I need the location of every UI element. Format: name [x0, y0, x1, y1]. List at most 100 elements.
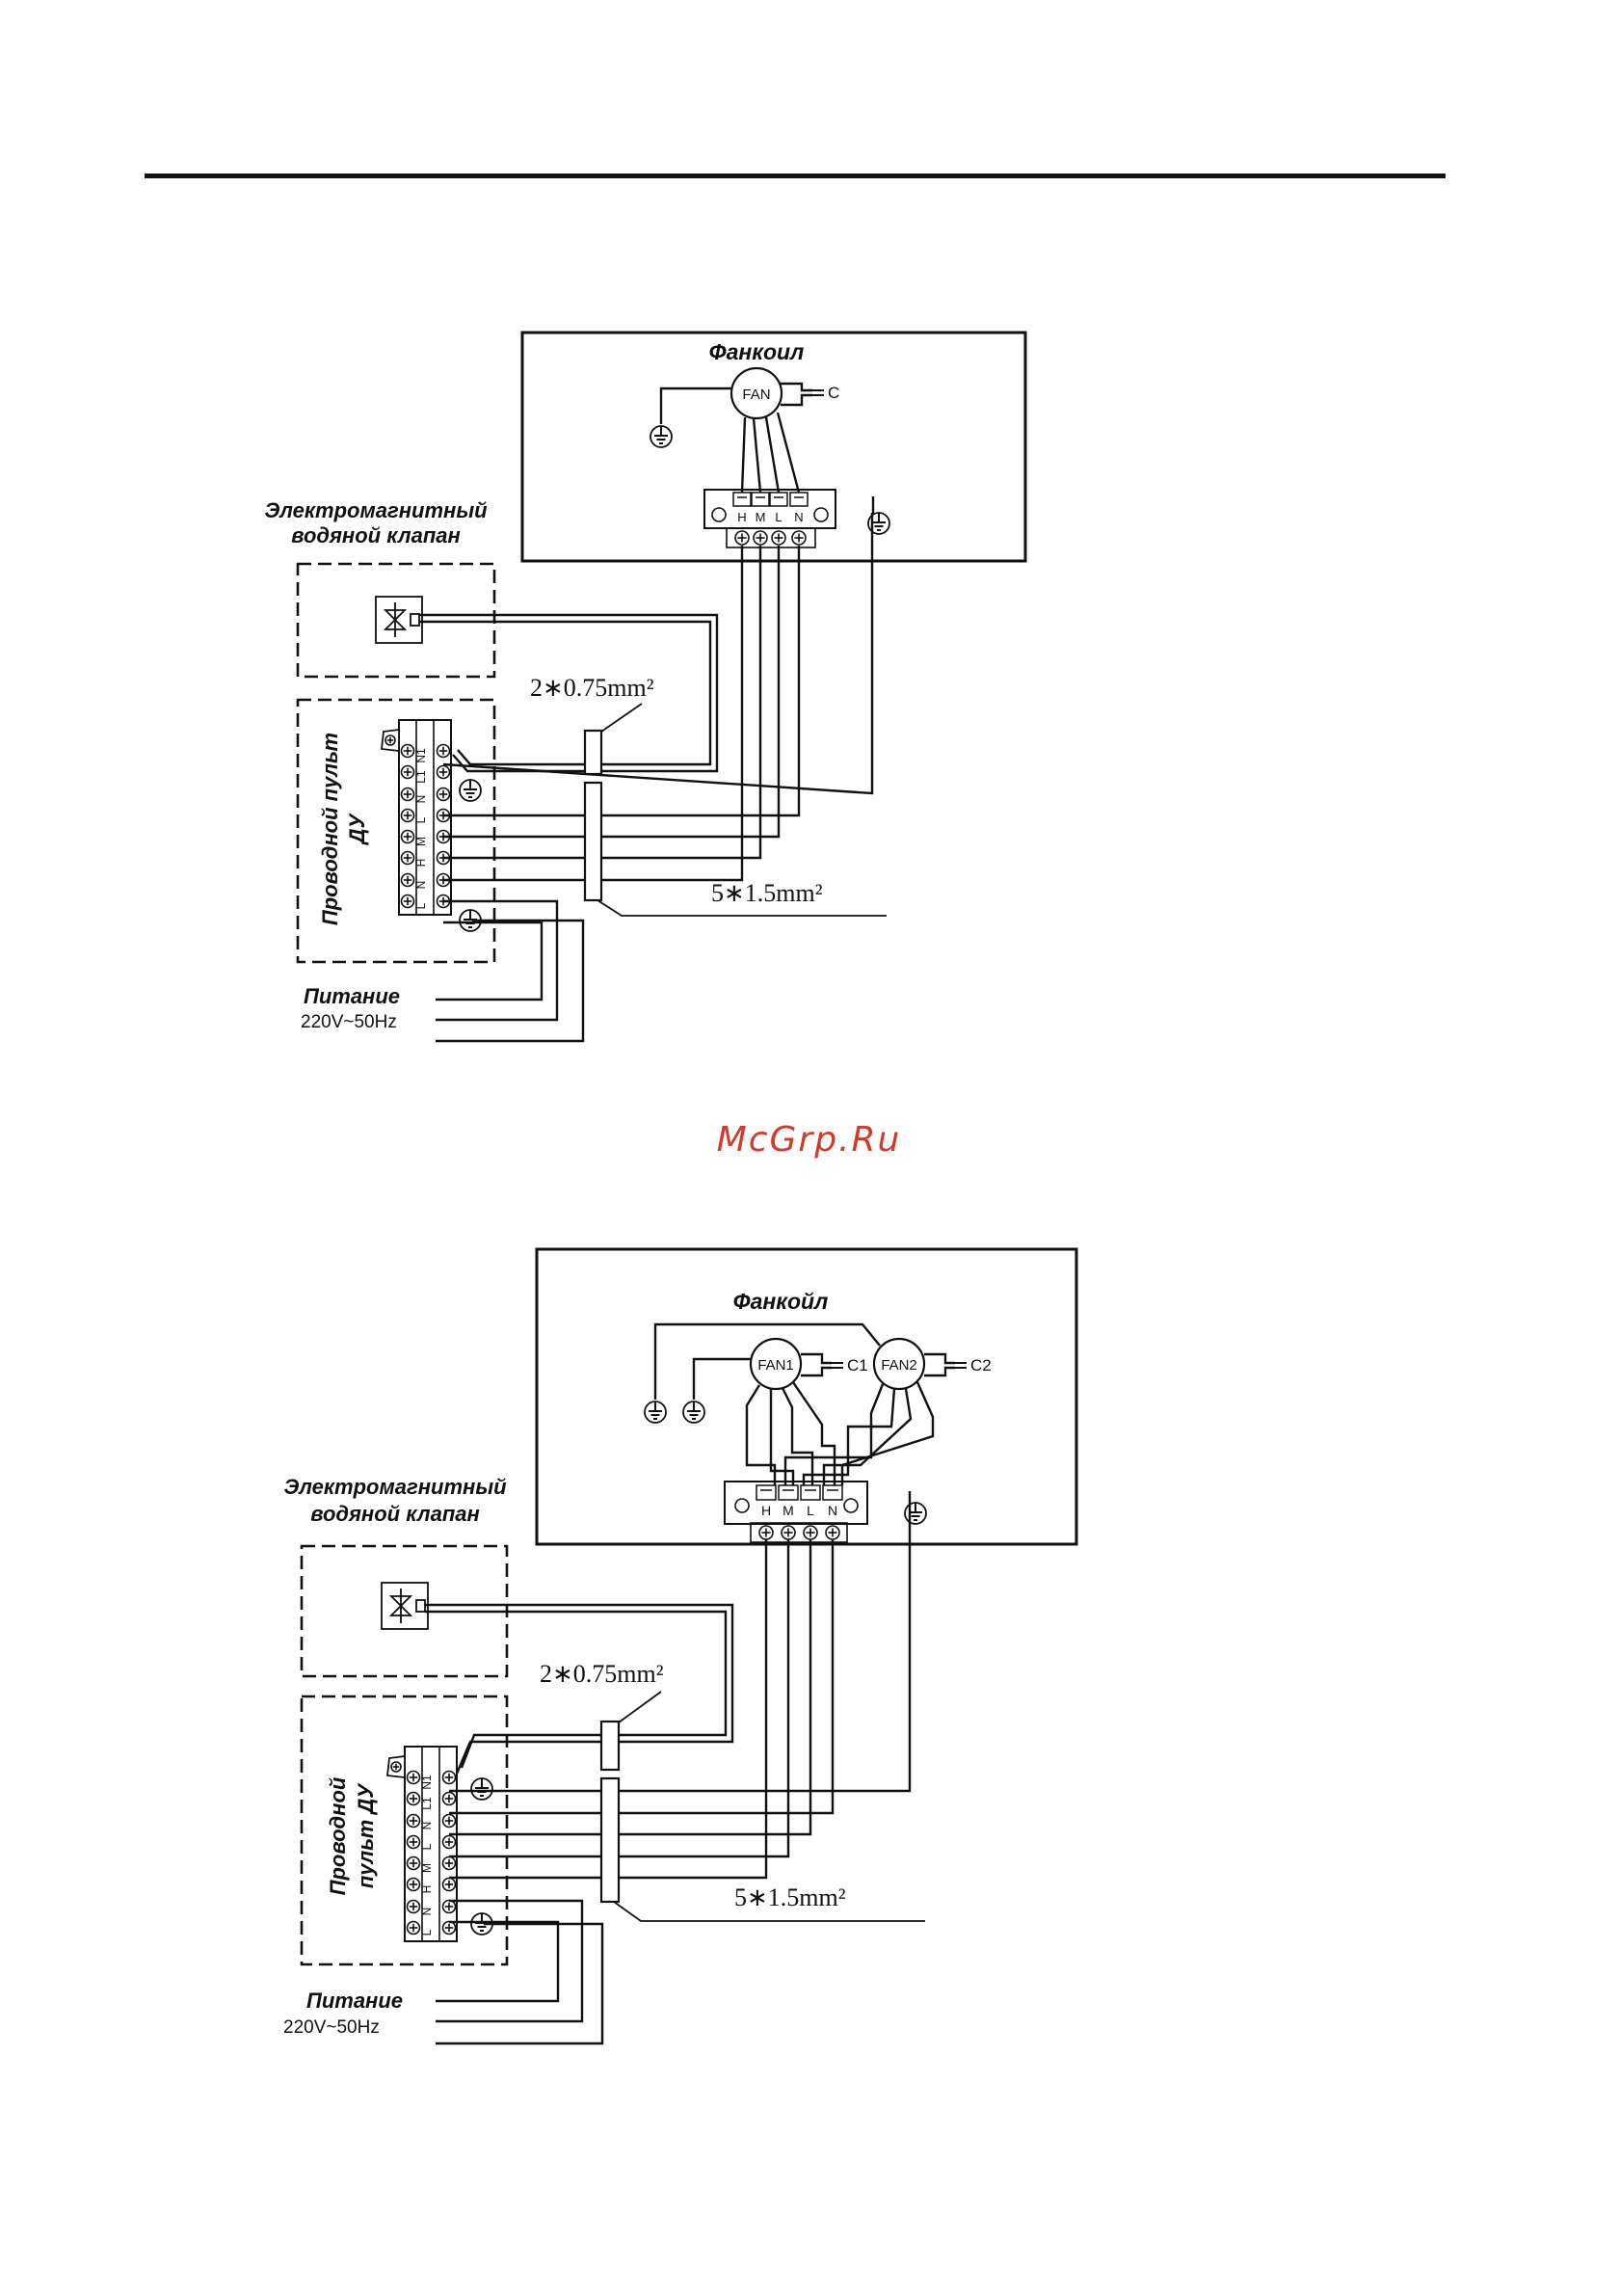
valve-title: водяной клапан [310, 1502, 480, 1526]
ground-bus-wire [443, 513, 872, 793]
fan-terminal-label: M [756, 510, 766, 524]
solenoid-valve-icon [382, 1583, 428, 1629]
capacitor-label: C1 [847, 1356, 868, 1375]
capacitor-wire [781, 395, 812, 405]
fan-terminal-label: M [782, 1503, 794, 1518]
controller-terminal-label: N1 [420, 1775, 434, 1790]
fancoil-title: Фанкойл [733, 1289, 829, 1314]
cable-label-small: 2∗0.75mm² [540, 1660, 664, 1688]
fan1-lead [793, 1382, 835, 1485]
power-wire [436, 901, 557, 1020]
fancoil-title: Фанкоил [709, 339, 805, 364]
power-spec: 220V~50Hz [301, 1012, 397, 1032]
power-spec: 220V~50Hz [283, 2017, 380, 2038]
controller-terminal-label: N [420, 1908, 434, 1916]
controller-terminal-label: L [420, 1843, 434, 1850]
power-wire [436, 921, 583, 1041]
controller-ground-icon [460, 780, 481, 801]
fan-ground-wire [694, 1359, 752, 1400]
capacitor-label: C2 [970, 1356, 992, 1375]
controller-terminal-label: N [420, 1822, 434, 1830]
fan-lead [766, 417, 779, 493]
fan2-lead [804, 1389, 894, 1485]
fan-terminal-label: H [737, 510, 746, 524]
capacitor-c: C [812, 384, 839, 402]
fan-terminal-label: L [807, 1503, 814, 1518]
fan-ground-icon [645, 1402, 666, 1423]
fan-terminal-label: N [794, 510, 803, 524]
fan-terminal-label: H [761, 1503, 771, 1518]
controller-title: пульт ДУ [354, 1782, 378, 1888]
power-title: Питание [304, 984, 400, 1008]
controller-terminal-label: L1 [414, 770, 428, 784]
valve-wire [425, 1605, 732, 1774]
valve-coil [416, 1600, 425, 1612]
terminal-top [733, 493, 751, 506]
terminal-top [823, 1485, 842, 1500]
capacitor-wire [781, 384, 812, 390]
valve-coil [411, 614, 419, 626]
terminal-top [770, 493, 787, 506]
diagram-1: ФанкоилFANCHMLNЭлектромагнитныйводяной к… [264, 333, 1025, 1041]
controller-terminal-block: L N H M L N L1 N1 [382, 720, 451, 915]
fan2-lead [842, 1382, 933, 1485]
terminal-top [752, 493, 769, 506]
fancoil-unit-box [522, 333, 1025, 561]
cable-label-large: 5∗1.5mm² [711, 879, 823, 907]
cable-leader [619, 1692, 661, 1722]
cable-label-small: 2∗0.75mm² [530, 674, 654, 702]
power-wire [436, 1924, 602, 2043]
capacitor-label: C [828, 384, 839, 402]
strip-mount-hole [844, 1499, 858, 1512]
fan-label: FAN [742, 387, 770, 403]
cable-sleeve-small [585, 731, 601, 774]
fan-ground-icon [650, 426, 672, 447]
fan-lead [754, 418, 760, 493]
controller-terminal-label: H [414, 859, 428, 868]
controller-terminal-label: N1 [414, 748, 428, 763]
strip-mount-hole [814, 508, 828, 521]
valve-title: Электромагнитный [264, 498, 488, 522]
cable-sleeve-large [585, 783, 601, 900]
cable-label-large: 5∗1.5mm² [734, 1883, 846, 1911]
fan-lead [778, 413, 799, 493]
strip-mount-hole [735, 1499, 749, 1512]
fan2-lead [824, 1389, 911, 1485]
controller-terminal-label: L1 [420, 1797, 434, 1810]
fan-ground-wire [661, 388, 731, 424]
controller-terminal-label: L [414, 902, 428, 909]
strip-mount-hole [712, 508, 726, 521]
controller-terminal-label: N [414, 881, 428, 890]
terminal-top [779, 1485, 798, 1500]
capacitor-wire [924, 1354, 955, 1363]
header-rule [145, 174, 1446, 178]
fan1-label: FAN1 [757, 1357, 794, 1374]
ground-bus-wire [449, 1504, 910, 1791]
fan-ground-icon [683, 1402, 704, 1423]
capacitor-c1: C1 [832, 1356, 868, 1375]
capacitor-wire [801, 1368, 832, 1375]
fan-terminal-label: L [775, 510, 782, 524]
controller-terminal-label: L [414, 816, 428, 823]
solenoid-valve-icon [376, 597, 422, 643]
controller-terminal-label: M [420, 1863, 434, 1873]
controller-terminal-label: M [414, 837, 428, 846]
power-wire [436, 922, 542, 1000]
valve-title: Электромагнитный [283, 1475, 507, 1499]
unit-ground-icon [905, 1503, 926, 1524]
controller-terminal-label: N [414, 795, 428, 804]
controller-ground-icon [471, 1778, 492, 1800]
valve-wire [425, 1612, 726, 1768]
capacitor-wire [801, 1354, 832, 1363]
controller-terminal-label: H [420, 1885, 434, 1894]
power-title: Питание [306, 1989, 403, 2013]
cable-sleeve-small [601, 1722, 619, 1770]
terminal-top [756, 1485, 776, 1500]
fan2-label: FAN2 [881, 1357, 917, 1374]
cable-leader [601, 704, 642, 732]
power-wire [436, 1922, 558, 2001]
